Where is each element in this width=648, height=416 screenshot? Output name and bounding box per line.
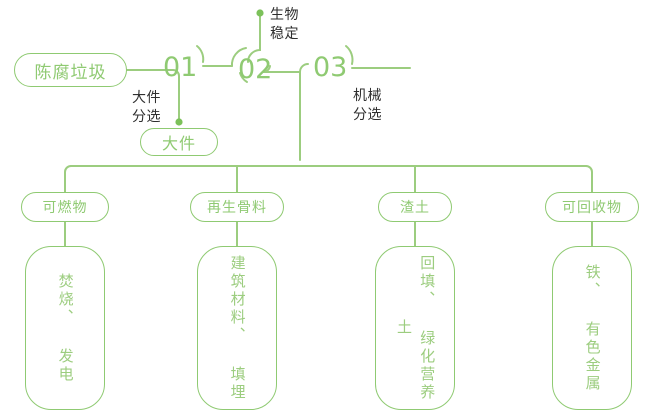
node-outcome-aggregate-text: 建筑材料、 填埋 (228, 254, 247, 402)
node-outcome-aggregate[interactable]: 建筑材料、 填埋 (197, 246, 277, 410)
wire-branch4-riser (585, 165, 593, 193)
node-category-slag-soil-label: 渣土 (400, 200, 430, 216)
node-output-bulky-label: 大件 (161, 134, 196, 153)
wire-stage3-in-elbow (299, 63, 309, 73)
node-category-slag-soil[interactable]: 渣土 (378, 192, 452, 222)
node-outcome-combustibles-text: 焚烧、 发电 (56, 272, 75, 384)
wire-stage2-out-elbow (262, 65, 271, 74)
wire-stage2-arc-left (230, 47, 247, 67)
node-outcome-recyclables-text: 铁、 有色金属 (583, 263, 602, 393)
wire-stage1-arc-top (196, 45, 205, 63)
wire-stage1-drop-elbow (159, 69, 180, 85)
wire-branch1-riser (64, 165, 72, 193)
stage-number-02[interactable]: 02 (238, 54, 273, 85)
node-outcome-recyclables[interactable]: 铁、 有色金属 (552, 246, 632, 410)
node-category-combustibles[interactable]: 可燃物 (21, 192, 109, 222)
stage-annotation-03: 机械 分选 (353, 87, 382, 125)
node-category-aggregate[interactable]: 再生骨料 (190, 192, 284, 222)
node-source[interactable]: 陈腐垃圾 (14, 53, 127, 87)
stage-annotation-03-line1: 机械 (353, 88, 382, 104)
stage-annotation-02-line1: 生物 (270, 7, 299, 23)
wire-stage2-riser (247, 15, 261, 63)
stage-number-03[interactable]: 03 (313, 52, 348, 83)
node-outcome-combustibles[interactable]: 焚烧、 发电 (25, 246, 105, 410)
node-category-recyclables-label: 可回收物 (562, 200, 622, 216)
wire-stage2-arc-bottom (239, 72, 248, 83)
wire-stage3-arc-top (345, 45, 354, 65)
node-category-combustibles-label: 可燃物 (42, 200, 88, 216)
node-output-bulky[interactable]: 大件 (140, 128, 218, 156)
node-category-aggregate-label: 再生骨料 (207, 200, 267, 216)
stage-annotation-02-line2: 稳定 (270, 25, 299, 42)
stage-annotation-03-line2: 分选 (353, 106, 382, 123)
stage-annotation-01: 大件 分选 (132, 89, 161, 127)
stage-annotation-01-line2: 分选 (132, 108, 161, 125)
stage-annotation-02: 生物 稳定 (270, 6, 299, 44)
node-outcome-slag-soil[interactable]: 回填、 绿化营养土 (375, 246, 455, 410)
node-source-label: 陈腐垃圾 (34, 62, 107, 83)
wire-stage1-drop-dot (175, 118, 183, 126)
node-category-recyclables[interactable]: 可回收物 (545, 192, 639, 222)
stage-annotation-01-line1: 大件 (132, 90, 161, 106)
wire-stage2-riser-dot (256, 9, 264, 17)
node-outcome-slag-soil-text: 回填、 绿化营养土 (395, 254, 437, 402)
stage-number-01[interactable]: 01 (163, 52, 198, 83)
